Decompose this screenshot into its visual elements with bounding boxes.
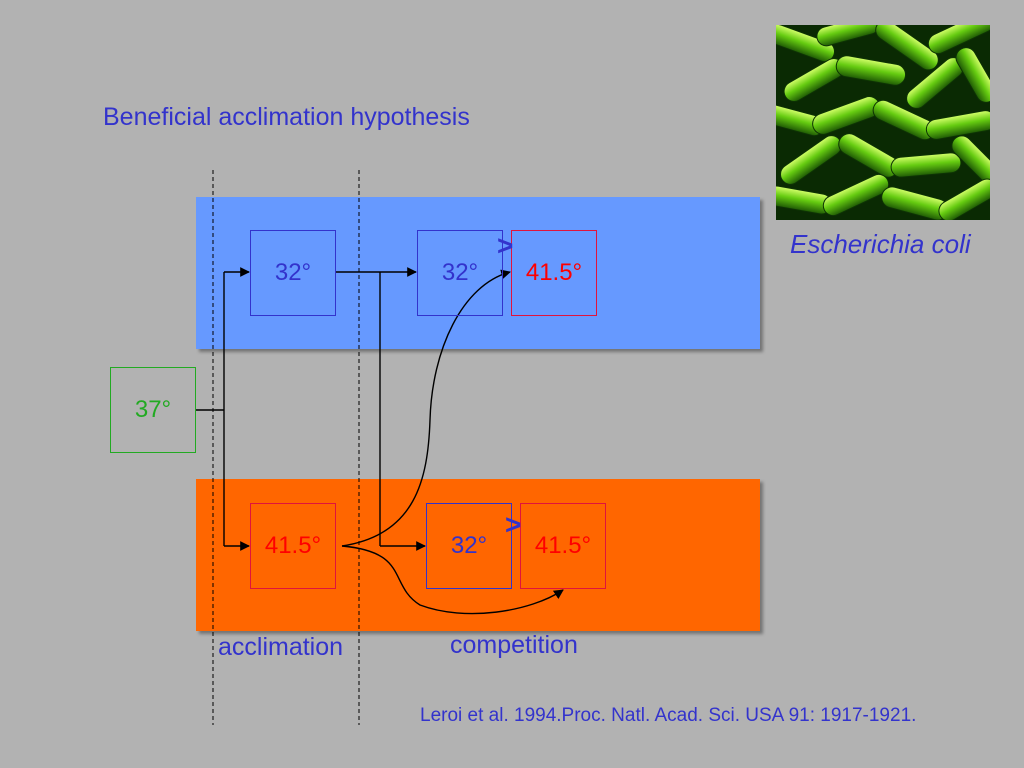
acclimation-label: acclimation xyxy=(218,633,344,661)
arrow-41-to-orange-41 xyxy=(341,545,564,615)
citation-reference: Leroi et al. 1994.Proc. Natl. Acad. Sci.… xyxy=(420,705,917,726)
blue-competitor-41-temp: 41.5° xyxy=(525,259,583,286)
acclimation-32-temp: 32° xyxy=(274,259,312,286)
competition-label: competition xyxy=(450,631,578,659)
blue-competitor-41-box: 41.5° xyxy=(511,230,597,316)
orange-treatment-band xyxy=(196,479,760,631)
blue-treatment-band xyxy=(196,197,760,349)
ecoli-image xyxy=(776,25,990,220)
orange-competitor-32-box: 32° xyxy=(426,503,512,589)
orange-competitor-41-box: 41.5° xyxy=(520,503,606,589)
species-caption: Escherichia coli xyxy=(790,229,971,259)
orange-greater-than-sign: > xyxy=(505,509,522,540)
acclimation-41-temp: 41.5° xyxy=(264,532,322,559)
ancestor-37-box: 37° xyxy=(110,367,196,453)
acclimation-41-box: 41.5° xyxy=(250,503,336,589)
blue-competitor-32-temp: 32° xyxy=(441,259,479,286)
arrow-41-to-blue-41 xyxy=(341,269,511,547)
slide-title: Beneficial acclimation hypothesis xyxy=(103,103,470,131)
orange-competitor-32-temp: 32° xyxy=(450,532,488,559)
orange-competitor-41-temp: 41.5° xyxy=(534,532,592,559)
acclimation-32-box: 32° xyxy=(250,230,336,316)
ancestor-temp: 37° xyxy=(134,396,172,423)
ecoli-photo xyxy=(776,25,990,220)
blue-greater-than-sign: > xyxy=(497,230,514,261)
blue-competitor-32-box: 32° xyxy=(417,230,503,316)
